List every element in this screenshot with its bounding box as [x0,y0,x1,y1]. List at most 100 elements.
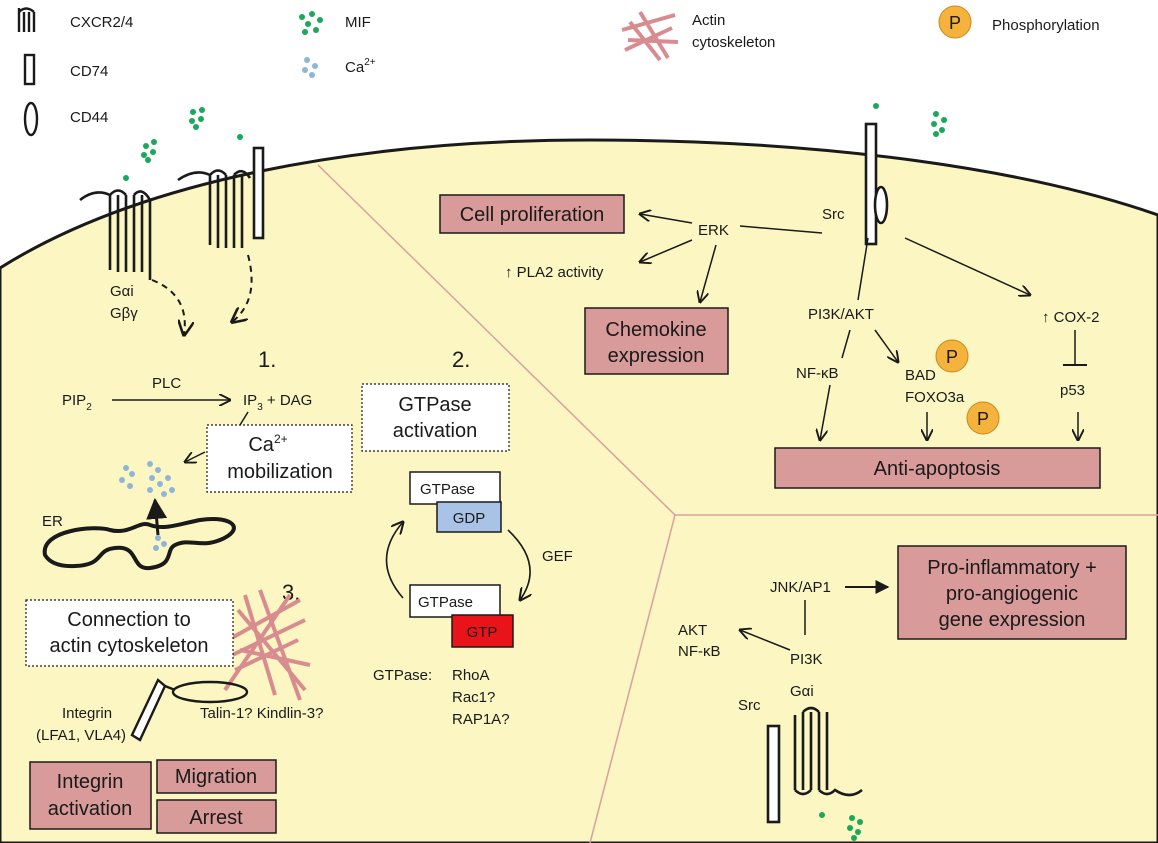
erk-label: ERK [698,222,729,239]
cxcr-receptor-left-1 [79,189,152,280]
gene-expression-label-1: Pro-inflammatory + [927,557,1097,579]
gtpase-list-label: GTPase: [373,667,432,684]
gtpase-activation-box [361,383,510,452]
gene-expression-label-2: pro-angiogenic [946,583,1078,605]
gdp-box [436,501,502,533]
gai-label: Gαi [110,283,134,300]
mif-icon [299,11,323,35]
src-label-lower: Src [738,697,761,714]
bad-label: BAD [905,367,936,384]
er-label: ER [42,513,63,530]
chemokine-label-2: expression [608,345,705,367]
cd74-receptor-lower [766,724,781,824]
gtp-label: GTP [467,624,498,641]
step-2-label: 2. [452,347,470,372]
integrin-activation-box [29,761,152,830]
legend-actin-label-2: cytoskeleton [692,34,775,51]
cxcr-receptor-icon [17,7,36,32]
phosphate-icon [935,339,969,373]
er-release-arrow [146,497,168,536]
chemokine-box [584,307,729,375]
legend-phosphorylation-label: Phosphorylation [992,17,1100,34]
cxcr-receptor-left-2 [177,169,252,248]
legend-phos-symbol: P [949,13,961,33]
legend-calcium-label: Ca2+ [345,57,376,76]
actin-icon [621,10,679,62]
gtpase-list-item: RhoA [452,667,490,684]
actin-box-label-1: Connection to [67,609,190,631]
src-label-upper: Src [822,206,845,223]
actin-box-label-2: actin cytoskeleton [50,635,209,657]
nfkb-label-upper: NF-κB [796,365,839,382]
mif-cluster-upper-right [873,103,947,137]
ca-mobilization-box [206,424,353,493]
integrin-stalk [130,678,167,742]
pi3k-to-nfkb-line [841,329,851,359]
gtpase-box-label-1: GTPase [398,394,471,416]
integrin-activation-label-1: Integrin [57,771,124,793]
gene-expression-box [897,545,1127,640]
gef-label: GEF [542,548,573,565]
cxcr-receptor-lower [793,706,863,797]
pi3k-label: PI3K [790,651,823,668]
phosphate-icon [966,401,1000,435]
akt-label: AKT [678,622,707,639]
cd44-receptor-right [873,185,889,225]
pi3k-to-akt-arrow [740,630,791,651]
phosphate-symbol-foxo: P [977,409,989,429]
pi3k-akt-label: PI3K/AKT [808,306,874,323]
endoplasmic-reticulum [42,517,236,571]
p53-label: p53 [1060,382,1085,399]
gtp-box [451,614,514,648]
integrin-label-1: Integrin [62,705,112,722]
migration-box [156,759,277,794]
mif-cluster-lower [819,812,863,841]
actin-connection-box [25,599,234,667]
ip3-connector [239,411,249,426]
gtpase-box-label-2: activation [393,420,478,442]
ca-box-label-2: mobilization [227,461,333,483]
gtpase-bottom-label: GTPase [418,594,473,611]
src-to-pi3k-line [857,237,869,301]
integrin-activation-label-2: activation [48,798,133,820]
legend-cxcr-label: CXCR2/4 [70,14,133,31]
gtpase-top-label: GTPase [420,481,475,498]
talin-kindlin-label: Talin-1? Kindlin-3? [200,705,323,722]
gef-arrow [507,529,530,600]
legend-actin-label-1: Actin [692,12,725,29]
pip2-label: PIP2 [62,392,92,413]
calcium-ions [119,461,175,551]
gdp-label: GDP [453,510,486,527]
gtpase-top-box [409,471,501,505]
cd44-icon [23,101,39,137]
ca-box-label-1: Ca2+ [248,432,287,456]
nfkb-label-lower: NF-κB [678,643,721,660]
legend: CXCR2/4 CD74 CD44 MIF Ca2+ Actin cytoske… [17,5,1100,137]
legend-cd44-label: CD44 [70,109,108,126]
gai-label-lower: Gαi [790,683,814,700]
integrin-link [164,684,176,692]
gbg-label: Gβγ [110,305,138,322]
legend-mif-label: MIF [345,14,371,31]
gtpase-list-item: Rac1? [452,689,495,706]
src-to-cox2-arrow [904,237,1030,295]
cell-proliferation-label: Cell proliferation [460,204,605,226]
erk-to-proliferation-arrow [640,214,693,224]
erk-to-chemokine-arrow [700,244,717,302]
cd74-receptor-left [252,146,265,240]
arrest-box [156,799,277,834]
anti-apoptosis-box [774,447,1101,489]
plc-label: PLC [152,375,181,392]
nfkb-to-antiapoptosis-arrow [820,384,831,440]
src-to-erk-line [739,225,823,234]
cd74-receptor-right [864,122,878,246]
cell-proliferation-box [439,194,625,234]
pla2-label: ↑ PLA2 activity [505,264,604,281]
arrest-label: Arrest [189,807,243,829]
ip3-dag-label: IP3 + DAG [243,392,312,413]
foxo3a-label: FOXO3a [905,389,965,406]
step-1-label: 1. [258,347,276,372]
gtpase-list-item: RAP1A? [452,711,510,728]
phosphate-icon [938,5,972,39]
